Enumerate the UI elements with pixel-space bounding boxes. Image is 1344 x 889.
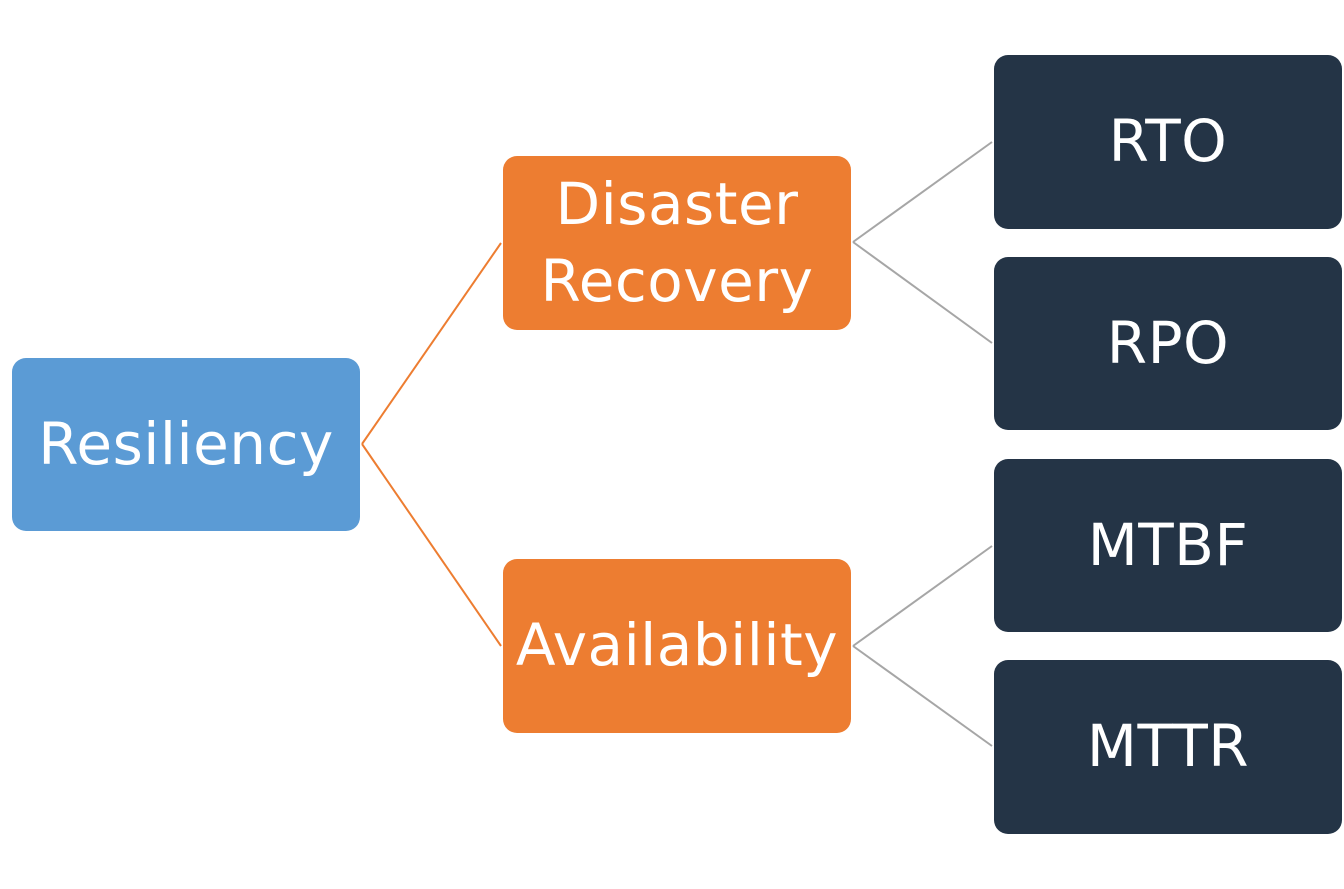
node-mtbf-label: MTBF	[1087, 510, 1249, 579]
connector-resiliency-to-availability	[361, 443, 502, 647]
node-mtbf: MTBF	[994, 459, 1342, 632]
node-rto: RTO	[994, 55, 1342, 229]
connector-disaster-recovery-to-rto	[852, 141, 993, 243]
connector-disaster-recovery-to-rpo	[852, 241, 993, 344]
node-mttr: MTTR	[994, 660, 1342, 834]
node-availability-label: Availability	[515, 611, 839, 680]
connector-availability-to-mttr	[852, 645, 993, 747]
node-resiliency-label: Resiliency	[38, 409, 334, 478]
node-availability: Availability	[503, 559, 851, 733]
node-resiliency: Resiliency	[12, 358, 360, 531]
node-mttr-label: MTTR	[1086, 712, 1250, 781]
node-disaster-recovery-line1: Disaster	[555, 170, 799, 239]
node-disaster-recovery: Disaster Recovery	[503, 156, 851, 330]
node-disaster-recovery-line2: Recovery	[540, 247, 814, 315]
connector-availability-to-mtbf	[852, 545, 993, 647]
node-rpo-label: RPO	[1106, 308, 1230, 377]
node-disaster-recovery-text: Disaster Recovery	[541, 166, 814, 319]
connector-resiliency-to-disaster-recovery	[361, 242, 502, 445]
node-rto-label: RTO	[1108, 107, 1228, 176]
node-rpo: RPO	[994, 257, 1342, 430]
